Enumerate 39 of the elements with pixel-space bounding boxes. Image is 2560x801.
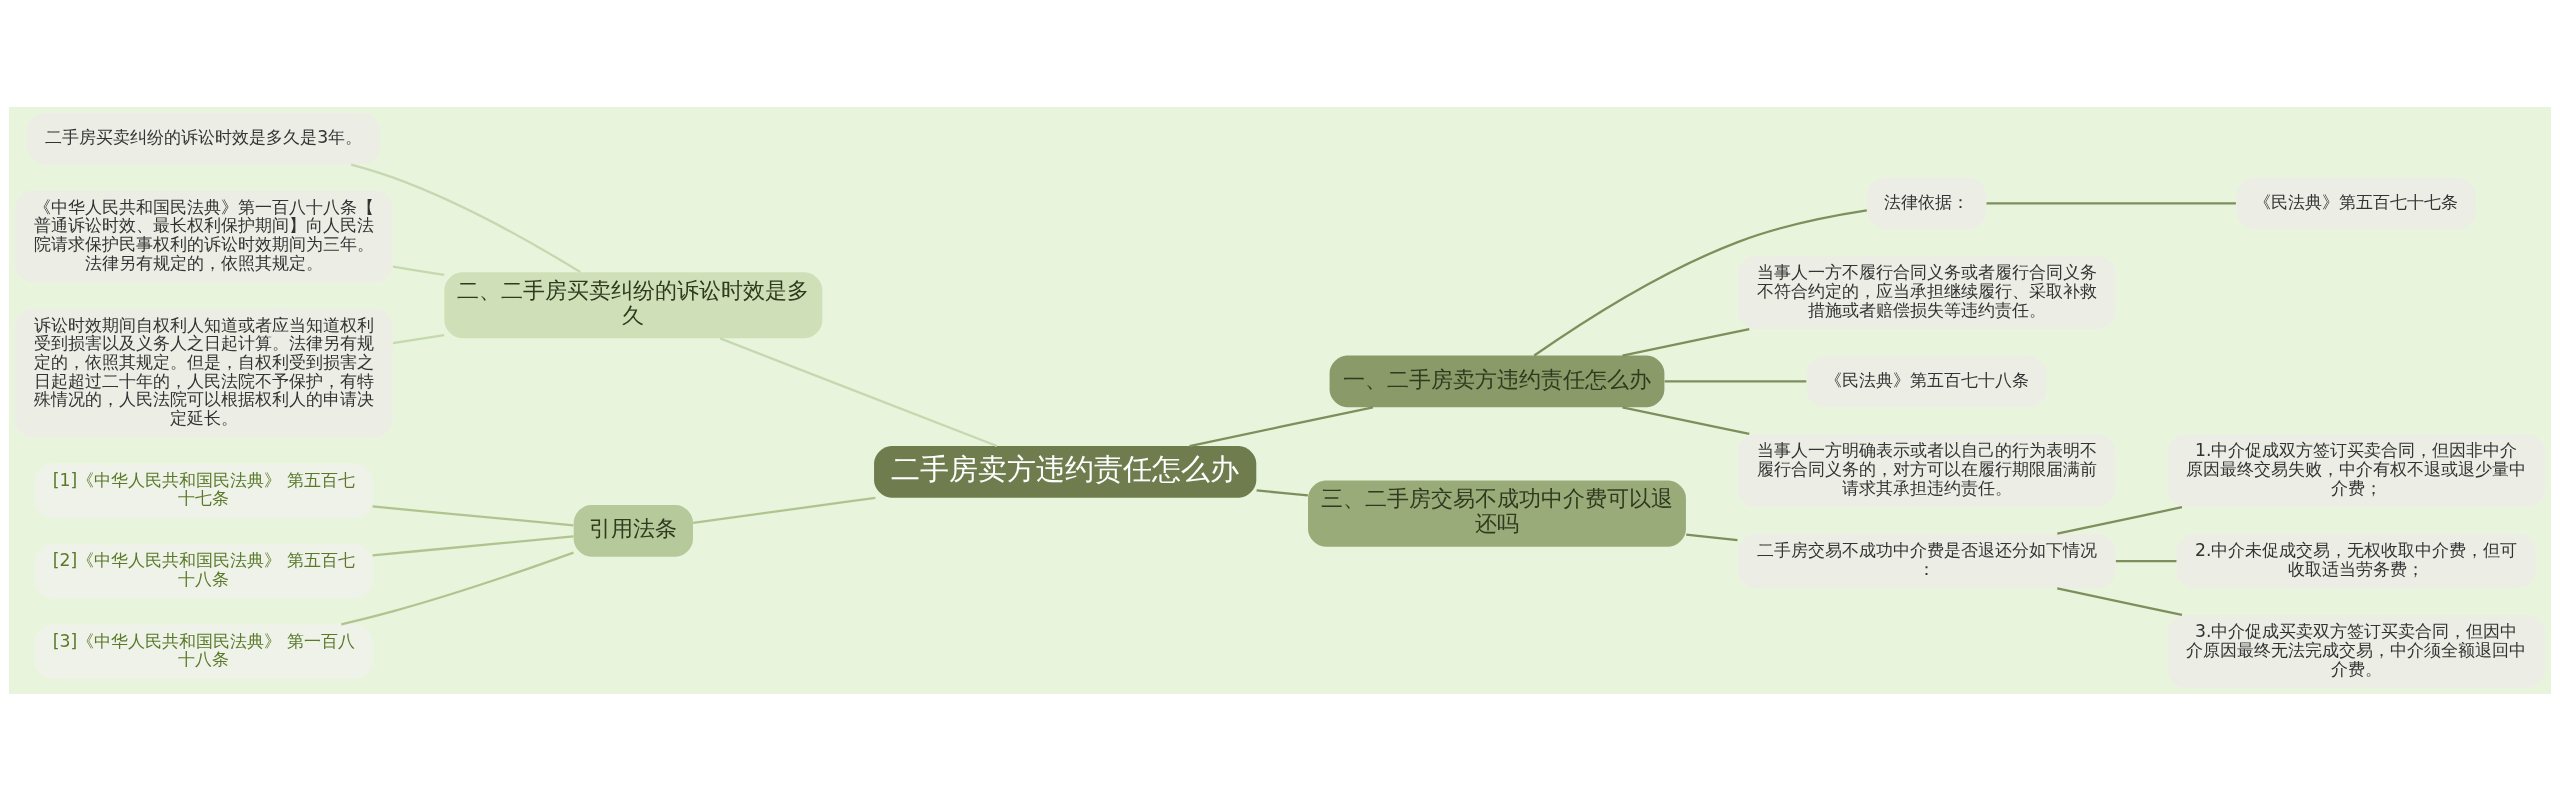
node-box: 一、二手房卖方违约责任怎么办 xyxy=(1329,355,1665,408)
connector xyxy=(1256,489,1309,497)
connector xyxy=(392,265,445,277)
node-box: 《民法典》第五百七十七条 xyxy=(2236,177,2477,230)
connector xyxy=(1622,406,1750,435)
connector xyxy=(719,337,998,448)
node-box: 当事人一方不履行合同义务或者履行合同义务不符合约定的，应当承担继续履行、采取补救措施或者赔偿损失等违约责任。 xyxy=(1737,255,2116,329)
node-box: 法律依据： xyxy=(1867,177,1987,230)
node-box: 1.中介促成双方签订买卖合同，但因非中介原因最终交易失败，中介有权不退或退少量中介费； xyxy=(2167,433,2546,508)
node-box: 诉讼时效期间自权利人知道或者应当知道权利受到损害以及义务人之日起计算。法律另有规定的，依照其规定。但是，自权利受到损害之日起超过二十年的，人民法院不予保护，有特殊情况的，人民法院可以根据权利人的申请决定延长。 xyxy=(14,308,393,438)
node-box: 二手房交易不成功中介费是否退还分如下情况： xyxy=(1737,533,2116,589)
connector xyxy=(1986,202,2236,205)
connector xyxy=(372,535,574,557)
connector xyxy=(2057,506,2183,535)
node-box: 《中华人民共和国民法典》第一百八十八条【普通诉讼时效、最长权利保护期间】向人民法院请求保护民事权利的诉讼时效期间为三年。法律另有规定的，依照其规定。 xyxy=(14,190,393,283)
connector xyxy=(692,496,876,525)
connector xyxy=(372,505,574,527)
node-box: 二手房买卖纠纷的诉讼时效是多久是3年。 xyxy=(26,112,381,165)
connector xyxy=(1533,209,1867,357)
node-box: 当事人一方明确表示或者以自己的行为表明不履行合同义务的，对方可以在履行期限届满前请求其承担违约责任。 xyxy=(1737,433,2116,508)
node-box: 二、二手房买卖纠纷的诉讼时效是多久 xyxy=(444,272,823,339)
node-box: 引用法条 xyxy=(573,505,693,557)
node-box: [3]《中华人民共和国民法典》 第一百八十八条 xyxy=(34,624,373,679)
connector xyxy=(2115,559,2177,563)
connector xyxy=(1189,406,1374,448)
node-box: [1]《中华人民共和国民法典》 第五百七十七条 xyxy=(34,463,373,518)
connector xyxy=(350,163,581,274)
node-box: 三、二手房交易不成功中介费可以退还吗 xyxy=(1308,480,1686,547)
node-box: [2]《中华人民共和国民法典》 第五百七十八条 xyxy=(34,543,373,599)
node-box: 2.中介未促成交易，无权收取中介费，但可收取适当劳务费； xyxy=(2176,533,2536,589)
node-box: 二手房卖方违约责任怎么办 xyxy=(874,446,1257,498)
node-box: 3.中介促成买卖双方签订买卖合同，但因中介原因最终无法完成交易，中介须全额退回中介费。 xyxy=(2167,614,2546,689)
connector xyxy=(1686,533,1738,542)
connector xyxy=(1622,327,1750,357)
connector xyxy=(1664,380,1807,383)
connector xyxy=(2057,587,2183,617)
connector xyxy=(392,333,445,345)
connector xyxy=(341,551,574,626)
node-box: 《民法典》第五百七十八条 xyxy=(1806,355,2047,408)
